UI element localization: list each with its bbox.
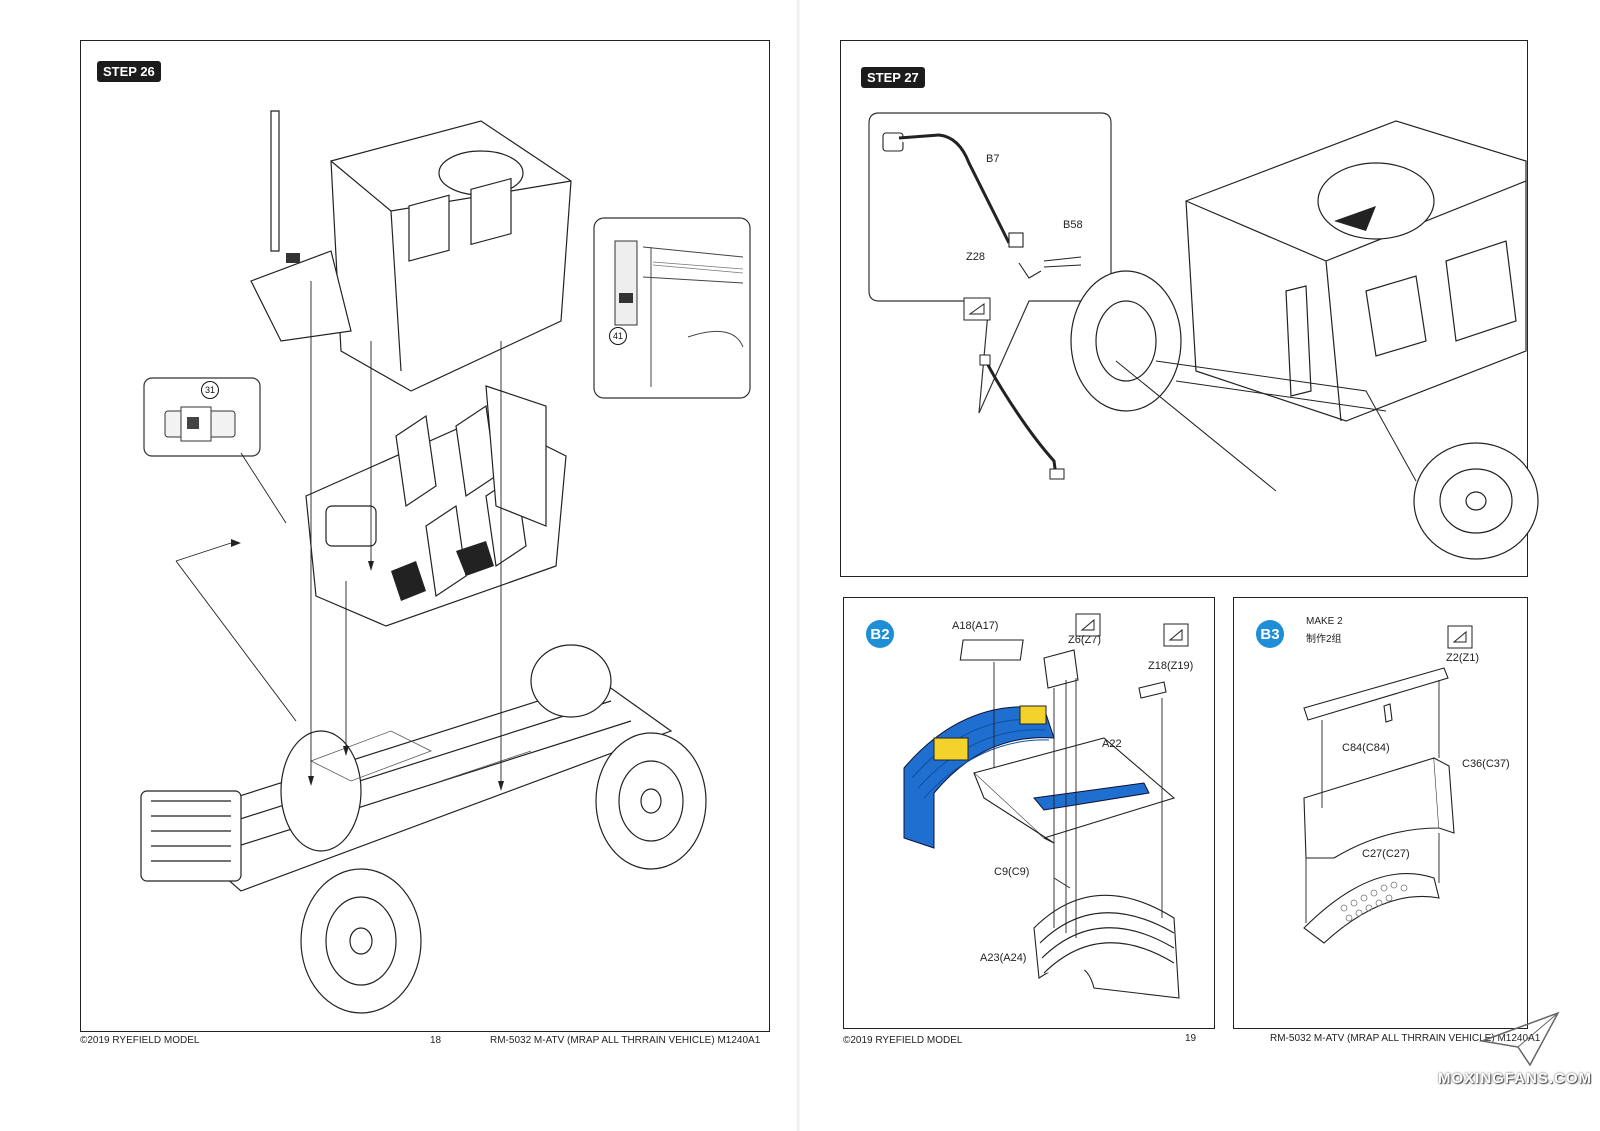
left-product-title: RM-5032 M-ATV (MRAP ALL THRRAIN VEHICLE)… xyxy=(490,1035,761,1046)
wheel-rear xyxy=(595,732,707,870)
right-page: STEP 27 B7 B58 Z28 xyxy=(800,0,1600,1131)
make-two-label: MAKE 2 xyxy=(1306,616,1343,627)
right-product-title: RM-5032 M-ATV (MRAP ALL THRRAIN VEHICLE)… xyxy=(1270,1033,1541,1044)
b3-badge: B3 xyxy=(1256,620,1284,648)
vehicle-wheel-front xyxy=(1413,442,1539,560)
wheel-front xyxy=(300,868,422,1014)
fender-yellow-highlight xyxy=(933,705,1047,761)
step27-panel: STEP 27 B7 B58 Z28 xyxy=(840,40,1539,577)
vehicle-drawing xyxy=(1070,120,1539,560)
part-label-b7: B7 xyxy=(986,153,1000,165)
left-page: STEP 26 31 41 xyxy=(80,40,770,1046)
cab-body-drawing xyxy=(250,110,572,392)
right-copyright: ©2019 RYEFIELD MODEL xyxy=(843,1035,963,1046)
fender-assembly-drawing xyxy=(903,613,1189,999)
right-page-number: 19 xyxy=(1185,1033,1197,1044)
callout-number-31: 31 xyxy=(201,381,219,399)
left-copyright: ©2019 RYEFIELD MODEL xyxy=(80,1035,200,1046)
part-label-c84: C84(C84) xyxy=(1342,742,1390,754)
part-label-z28: Z28 xyxy=(966,251,985,263)
step26-label: STEP 26 xyxy=(97,61,161,82)
part-label-c9: C9(C9) xyxy=(994,866,1030,878)
make-two-label-cn: 制作2组 xyxy=(1306,634,1342,645)
paper-plane-icon xyxy=(1479,1011,1560,1067)
part-label-a22: A22 xyxy=(1102,738,1122,750)
detail-callout-box xyxy=(868,112,1112,414)
b2-badge: B2 xyxy=(866,620,894,648)
watermark-text: MOXINGFANS.COM xyxy=(1437,1070,1592,1087)
part-label-b58: B58 xyxy=(1063,219,1083,231)
part-label-c27: C27(C27) xyxy=(1362,848,1410,860)
step26-panel: STEP 26 31 41 xyxy=(80,40,770,1032)
part-label-a23: A23(A24) xyxy=(980,952,1027,964)
fender-blue-highlight xyxy=(903,706,1150,849)
part-label-c36: C36(C37) xyxy=(1462,758,1510,770)
assembly-lines xyxy=(175,281,504,791)
part-label-z6: Z6(Z7) xyxy=(1068,634,1101,646)
callout-box-31 xyxy=(143,377,261,457)
vehicle-wheel-rear xyxy=(1070,270,1182,412)
callout-box-41 xyxy=(593,217,751,399)
b2-panel: B2 xyxy=(843,597,1215,1029)
chassis-drawing xyxy=(140,644,707,1014)
bumper-assembly-drawing xyxy=(1303,625,1473,944)
step27-label: STEP 27 xyxy=(861,67,925,88)
handle-part-drawing xyxy=(979,354,1065,480)
callout-number-41: 41 xyxy=(609,327,627,345)
part-label-a18: A18(A17) xyxy=(952,620,999,632)
part-label-z18: Z18(Z19) xyxy=(1148,660,1194,672)
b3-panel: B3 MAKE 2 制作2组 xyxy=(1233,597,1528,1029)
left-page-number: 18 xyxy=(430,1035,442,1046)
part-label-z2: Z2(Z1) xyxy=(1446,652,1479,664)
